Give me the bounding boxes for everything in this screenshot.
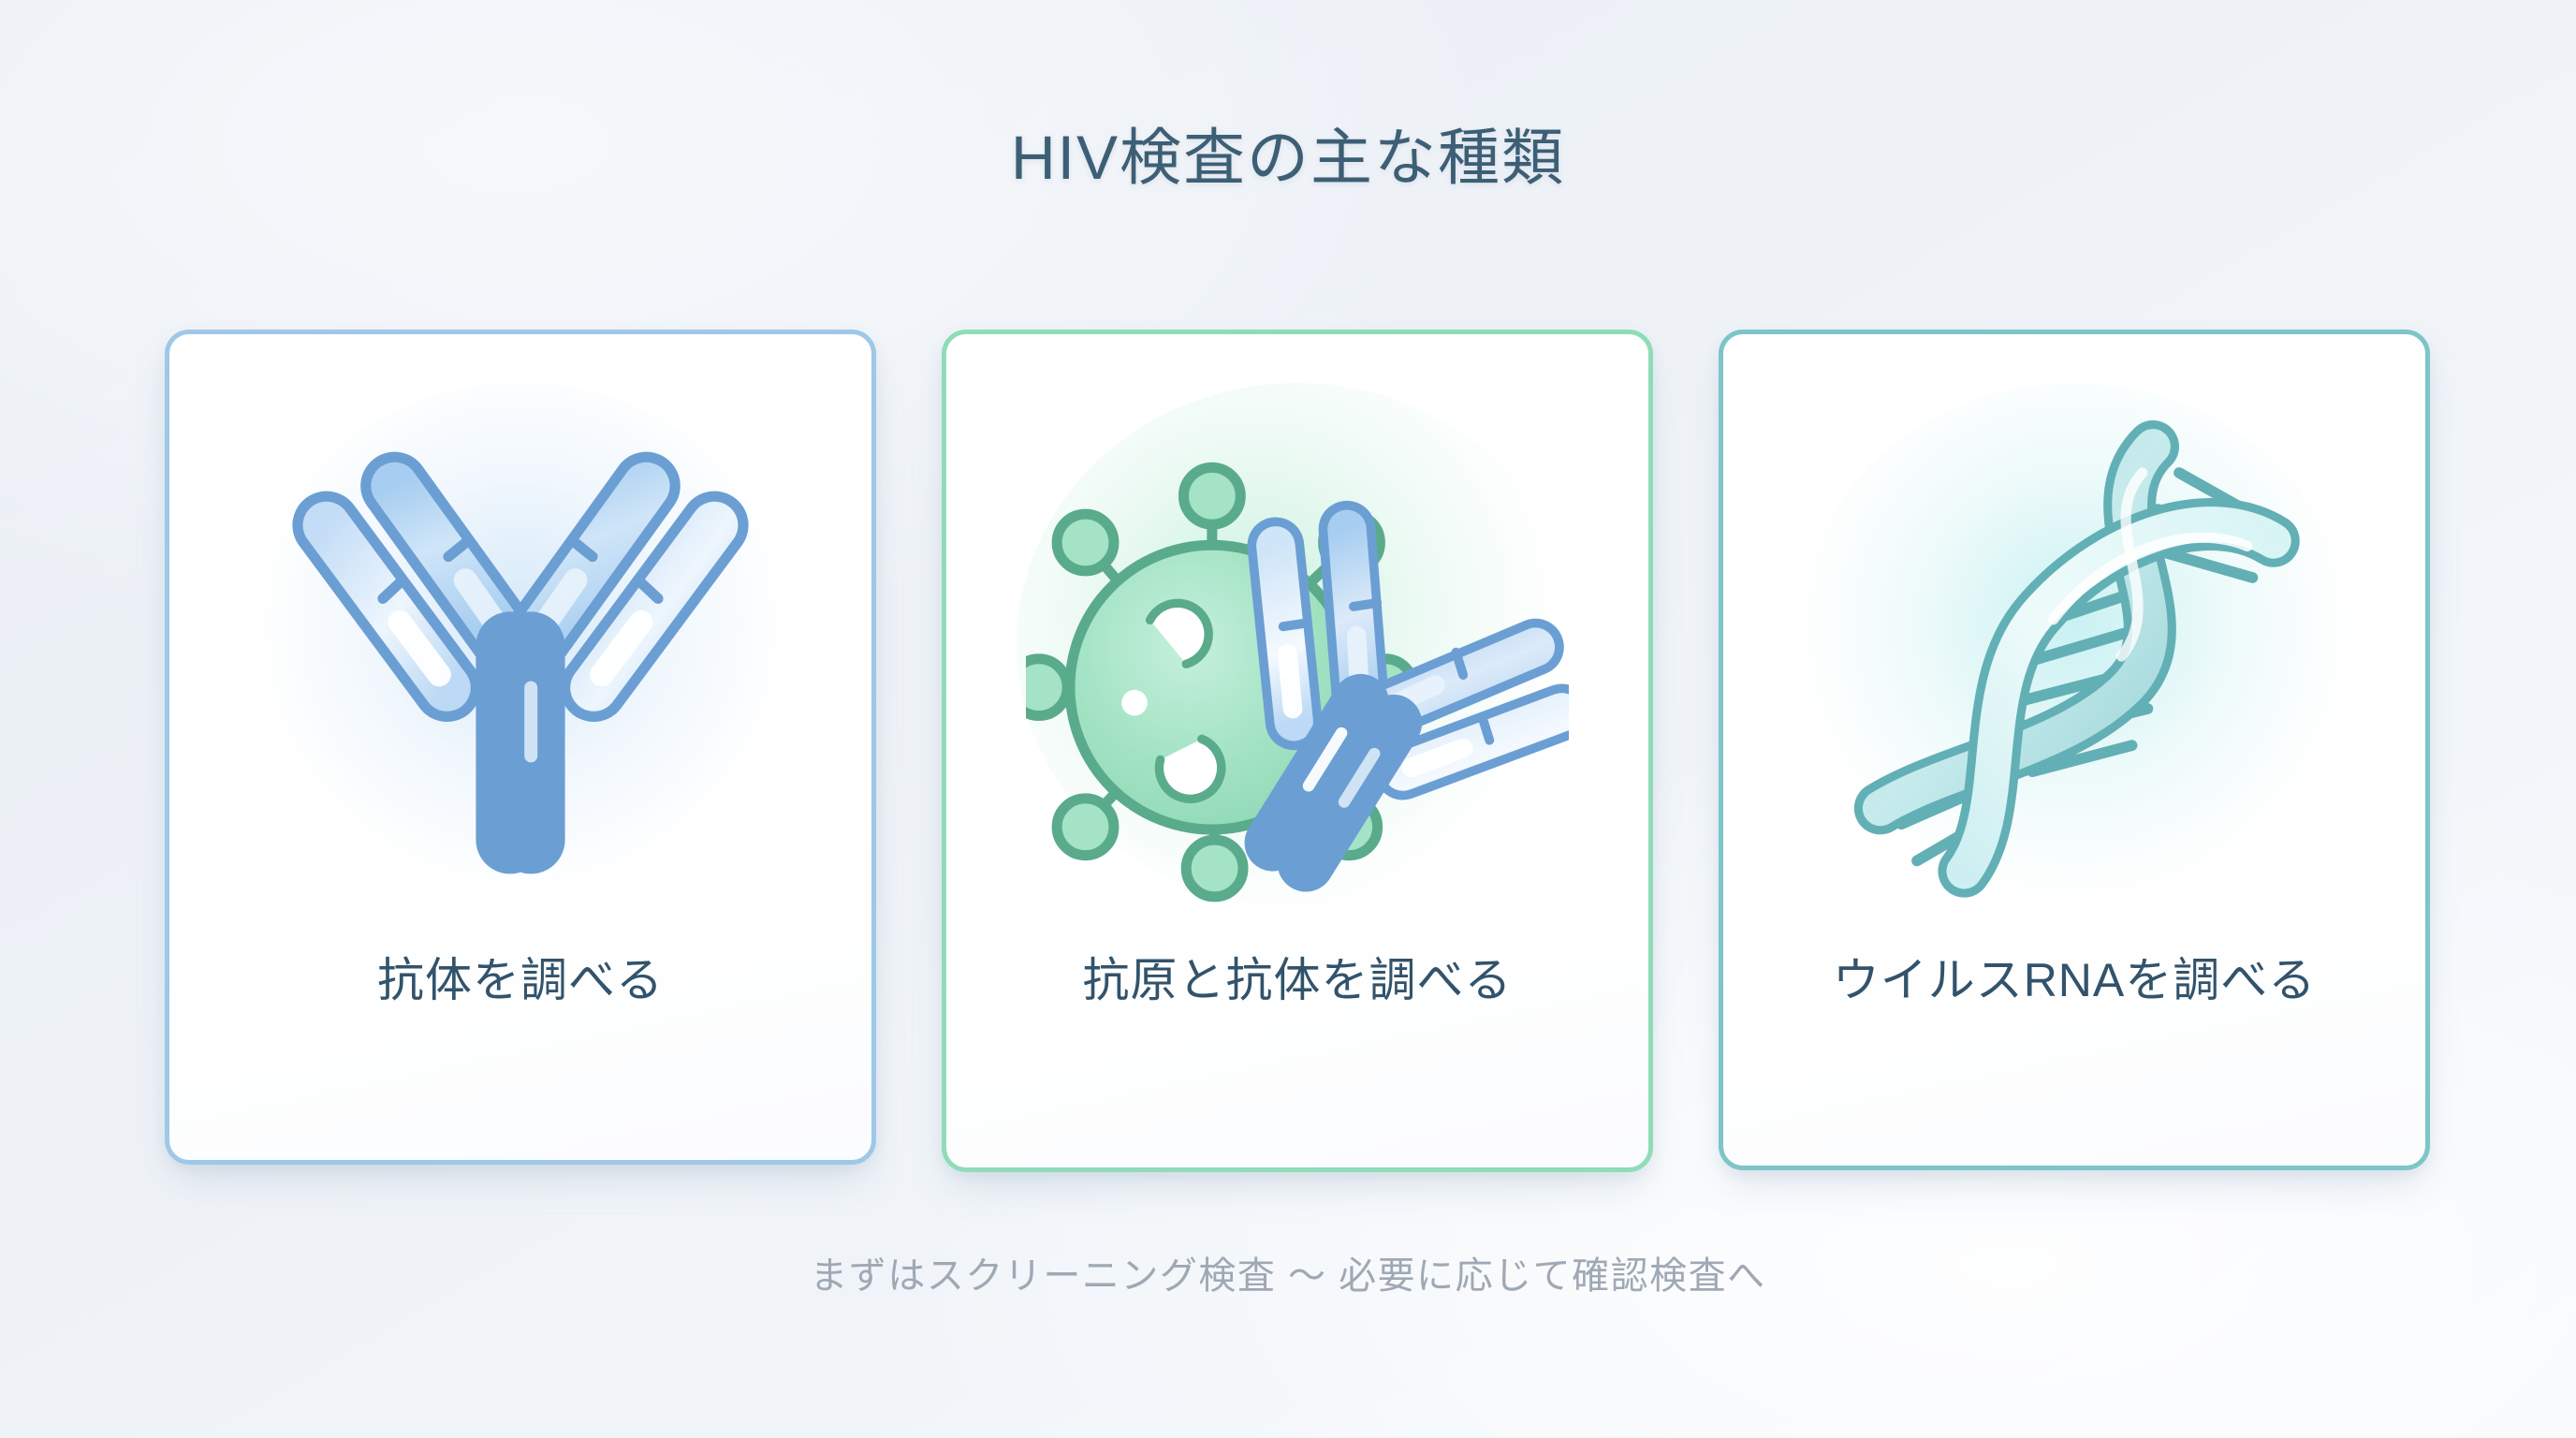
- card-label-antigen-antibody: 抗原と抗体を調べる: [1082, 954, 1513, 1006]
- antibody-icon: [230, 375, 811, 937]
- virus-antibody-icon: [1007, 375, 1588, 937]
- card-label-antibody: 抗体を調べる: [377, 954, 664, 1006]
- card-viral-rna-test[interactable]: ウイルスRNAを調べる: [1719, 330, 2430, 1170]
- page-title: HIV検査の主な種類: [1010, 123, 1566, 192]
- card-antigen-antibody-test[interactable]: 抗原と抗体を調べる: [942, 330, 1653, 1172]
- card-label-viral-rna: ウイルスRNAを調べる: [1832, 954, 2317, 1006]
- footer-note: まずはスクリーニング検査 〜 必要に応じて確認検査へ: [810, 1255, 1766, 1297]
- card-antibody-test[interactable]: 抗体を調べる: [165, 330, 876, 1165]
- test-type-card-row: 抗体を調べる: [165, 330, 2430, 1172]
- dna-helix-icon: [1784, 375, 2364, 937]
